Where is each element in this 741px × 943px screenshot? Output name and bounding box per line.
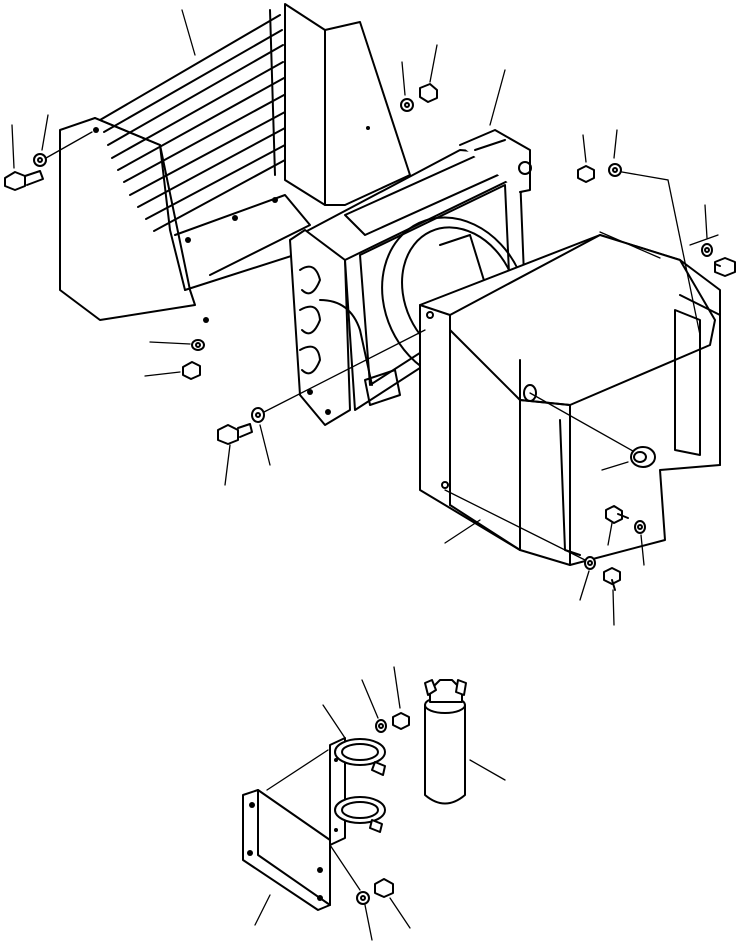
washer: [608, 163, 622, 177]
washer: [634, 520, 646, 534]
mounting-plate: [242, 789, 331, 911]
drier-bracket: [254, 704, 386, 926]
bolt-washer-group-lower-right: [444, 489, 646, 626]
washer: [251, 407, 265, 423]
bolt-washer-group-top-right: [577, 129, 701, 336]
hose-clamp: [334, 796, 386, 833]
washer: [584, 556, 596, 570]
upper-left-guard: [59, 3, 411, 323]
bolt-washer-group-drier-bottom: [329, 844, 411, 941]
mounting-bolt: [419, 83, 438, 103]
washer: [701, 243, 713, 257]
grille-bars: [99, 9, 286, 232]
washer: [400, 98, 414, 112]
bolt-washer-group-left-mid: [144, 339, 205, 380]
mounting-bolt: [392, 712, 410, 730]
mounting-bolt: [577, 165, 595, 183]
mounting-bolt: [605, 505, 629, 524]
hose-clamp: [334, 738, 386, 776]
mounting-bolt: [603, 567, 621, 591]
bolt-washer-group-top-center: [366, 44, 438, 130]
bolt-washer-group-right: [599, 204, 736, 277]
bolt-washer-group-center-left: [217, 329, 426, 486]
washer: [33, 153, 47, 167]
mounting-bolt: [374, 878, 394, 898]
mounting-bolt: [4, 170, 44, 191]
bolt-washer-group-top-left: [4, 114, 93, 191]
receiver-drier: [424, 679, 506, 805]
mounting-bolt: [217, 423, 253, 445]
rubber-grommet: [601, 446, 656, 471]
fan-shroud-cover: [419, 234, 721, 566]
washer: [356, 891, 370, 905]
washer: [375, 719, 387, 733]
mounting-bolt: [182, 361, 201, 380]
washer: [191, 339, 205, 351]
mounting-bolt: [714, 257, 736, 277]
bolt-washer-group-drier-top: [361, 666, 410, 733]
